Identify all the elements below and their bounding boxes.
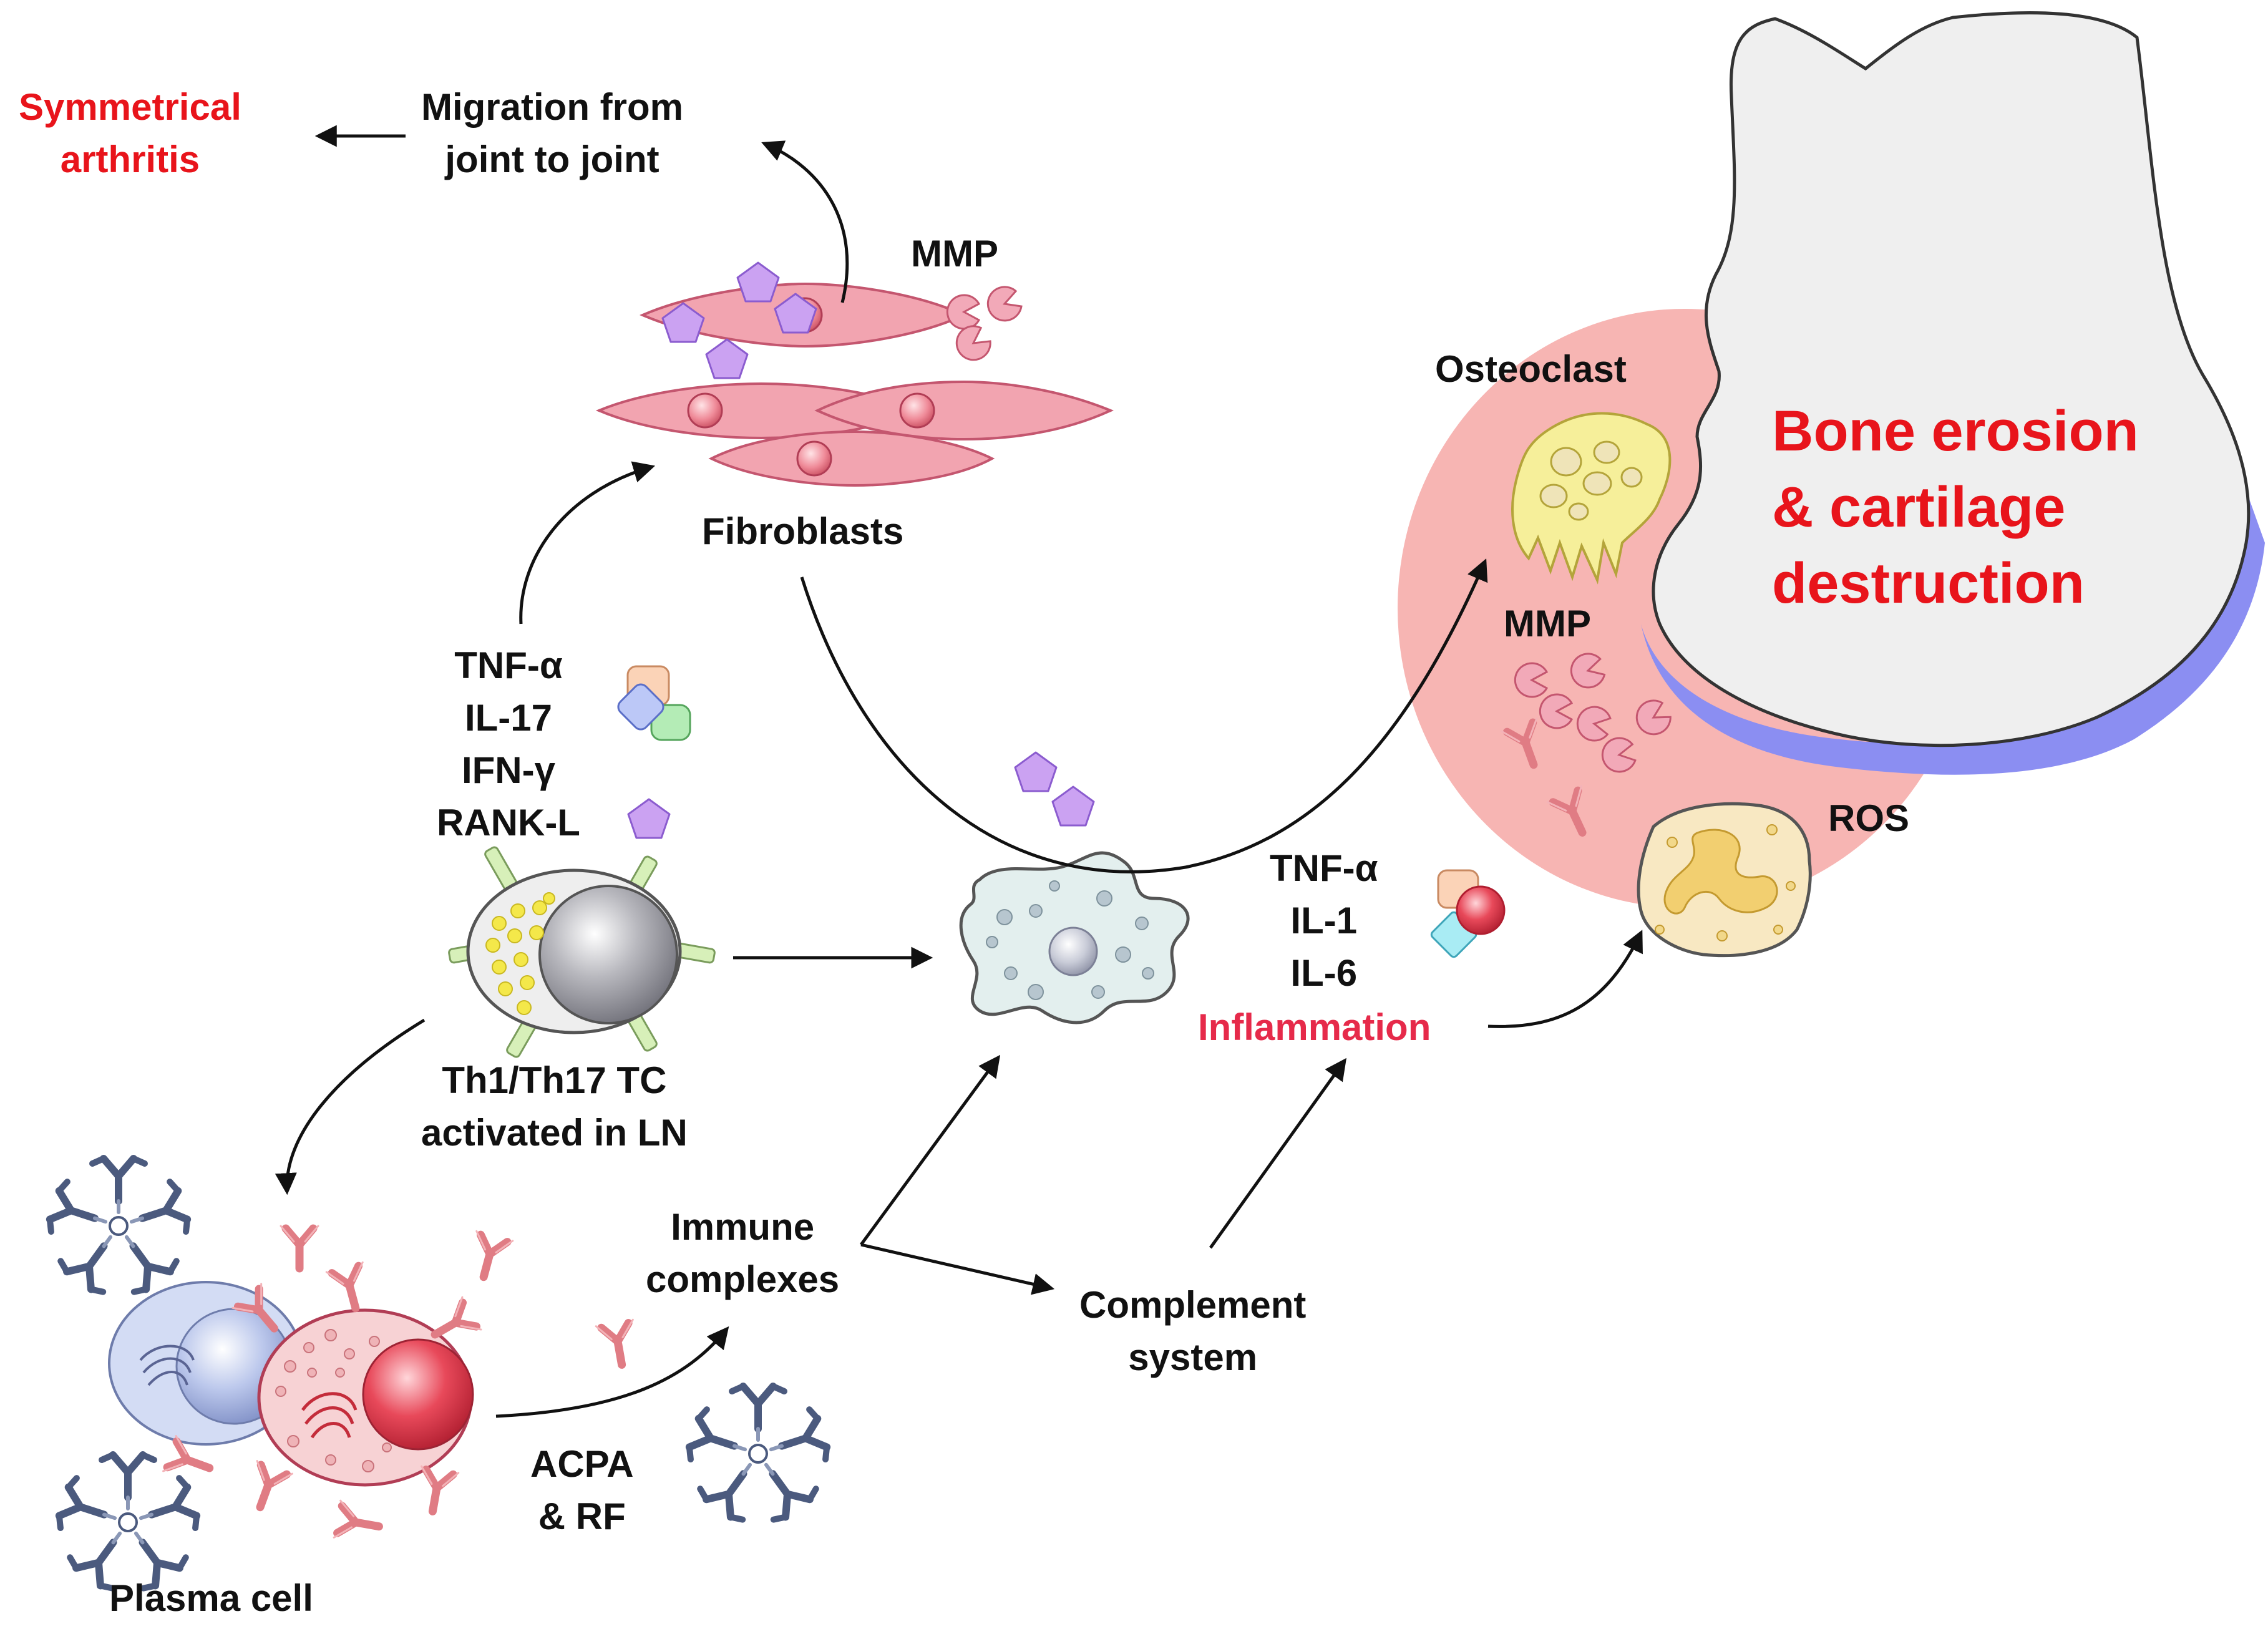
arrow-complexes-to-complement <box>860 1243 1055 1295</box>
mmp-joint-label: MMP <box>1504 603 1591 644</box>
arrow-fibroblasts-to-migration <box>761 140 849 303</box>
ros-label: ROS <box>1828 797 1910 839</box>
immune-complex-3 <box>686 1386 830 1524</box>
immune-complex-1 <box>46 1159 190 1296</box>
arrow-complement-to-inflammation <box>1209 1058 1347 1249</box>
fibroblasts-label: Fibroblasts <box>702 510 904 552</box>
mmp-top-label: MMP <box>911 233 998 275</box>
bone-structure <box>1652 11 2251 747</box>
inflammation-label: Inflammation <box>1198 1006 1431 1048</box>
t-cell <box>448 846 716 1058</box>
arrow-tc-to-fibroblasts <box>519 461 656 625</box>
neutrophil-ros-cell <box>1637 802 1812 958</box>
arrow-plasma-to-complexes <box>495 1326 729 1418</box>
plasma-cell-label: Plasma cell <box>109 1577 313 1619</box>
pathway-arrows <box>275 125 1643 1418</box>
arrow-tc-to-plasma <box>275 1018 426 1195</box>
cytokine-cluster-tc <box>614 665 691 741</box>
macrophage <box>959 851 1190 1024</box>
plasma-cells <box>108 1281 474 1487</box>
acpa-rf-label: ACPA& RF <box>530 1443 634 1537</box>
cytokine-cluster-inflammation <box>1429 869 1506 960</box>
bone-erosion-label: Bone erosion& cartilage destruction <box>1772 399 2139 615</box>
osteoclast-cell <box>1511 412 1672 585</box>
osteoclast-label: Osteoclast <box>1435 348 1627 390</box>
arrow-fibroblasts-to-osteoclast <box>800 558 1488 873</box>
arrow-inflammation-to-ros <box>1487 930 1643 1028</box>
mmp-enzymes-top <box>946 281 1026 367</box>
arrow-complexes-to-macrophage <box>859 1054 1001 1246</box>
